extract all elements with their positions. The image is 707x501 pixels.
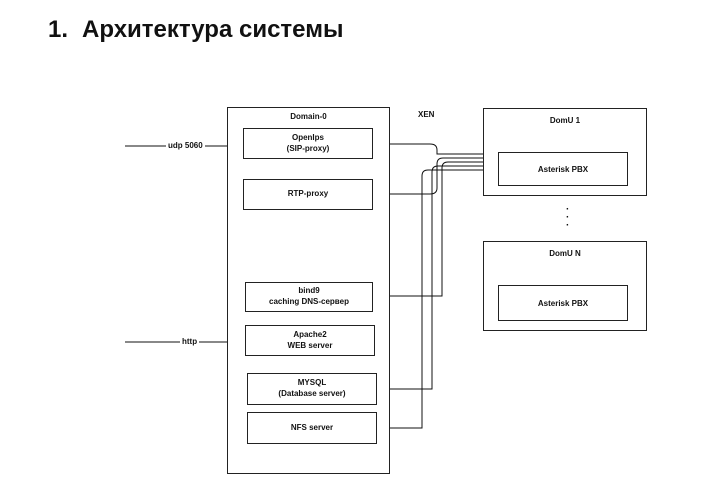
rtp-proxy-box: RTP-proxy	[243, 179, 373, 210]
xen-label: XEN	[418, 110, 435, 119]
mysql-name: MYSQL	[297, 378, 327, 387]
domun-asterisk-label: Asterisk PBX	[537, 299, 589, 308]
mysql-role: (Database server)	[278, 389, 346, 398]
domu-ellipsis: · · ·	[566, 204, 570, 231]
nfs-domu-connector	[371, 167, 499, 431]
bind9-role: caching DNS-сервер	[269, 297, 349, 306]
apache-role: WEB server	[287, 341, 333, 350]
domu1-title: DomU 1	[549, 116, 581, 125]
section-number: 1.	[48, 16, 69, 43]
domun-title: DomU N	[549, 249, 581, 258]
bind9-name: bind9	[298, 286, 320, 295]
http-label: http	[180, 337, 200, 346]
opensips-name: OpenIps	[291, 133, 324, 142]
apache-box: Apache2 WEB server	[245, 325, 375, 356]
section-heading: 1. Архитектура системы	[48, 16, 343, 44]
db-domu-connector	[371, 163, 499, 392]
rtp-proxy-name: RTP-proxy	[287, 189, 329, 198]
section-title: Архитектура системы	[82, 16, 344, 43]
domun-asterisk-box: Asterisk PBX	[498, 285, 628, 321]
apache-name: Apache2	[293, 330, 327, 339]
domu1-asterisk-box: Asterisk PBX	[498, 152, 628, 186]
dns-domu-connector	[368, 159, 499, 299]
sip-domu-connector	[368, 141, 499, 157]
opensips-role: (SIP-proxy)	[286, 144, 330, 153]
bind9-box: bind9 caching DNS-сервер	[245, 282, 373, 312]
opensips-box: OpenIps (SIP-proxy)	[243, 128, 373, 159]
nfs-box: NFS server	[247, 412, 377, 444]
udp-port-label: udp 5060	[166, 141, 205, 150]
domu1-asterisk-label: Asterisk PBX	[537, 165, 589, 174]
rtp-domu-connector	[368, 155, 499, 197]
domain0-title: Domain-0	[290, 112, 327, 121]
mysql-box: MYSQL (Database server)	[247, 373, 377, 405]
nfs-name: NFS server	[290, 423, 334, 432]
